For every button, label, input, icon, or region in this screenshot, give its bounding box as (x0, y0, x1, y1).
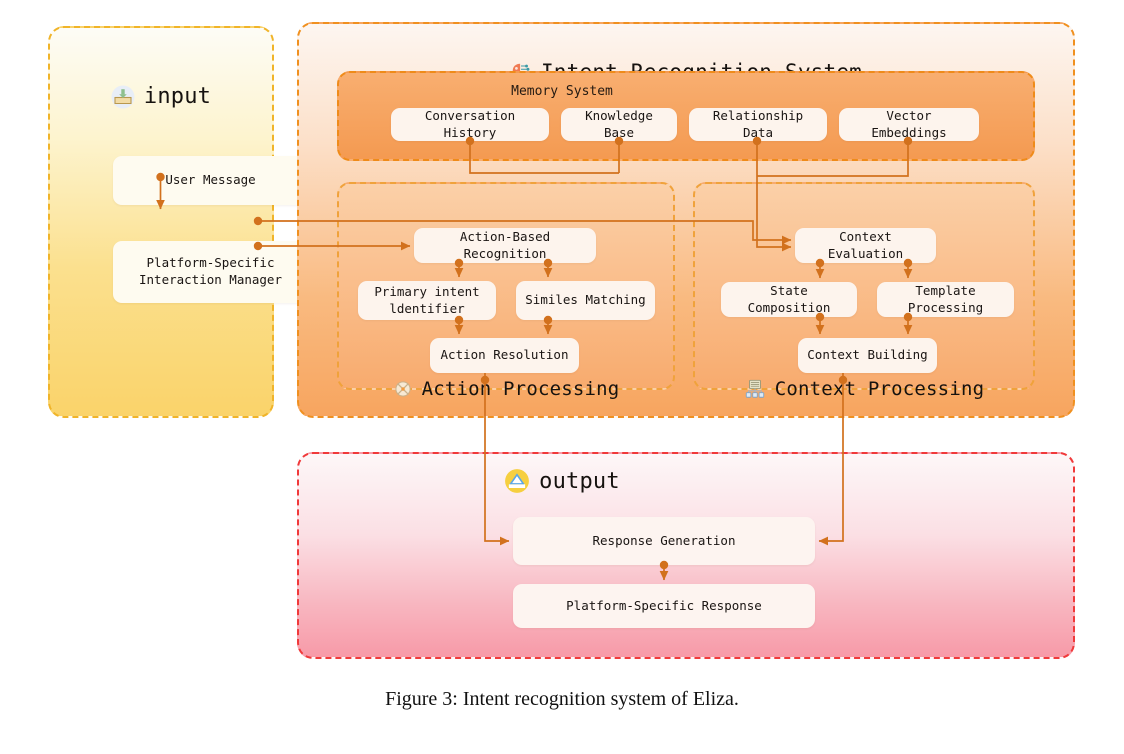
node-response-generation[interactable]: Response Generation (513, 517, 815, 565)
figure-caption: Figure 3: Intent recognition system of E… (385, 688, 739, 710)
node-user-message[interactable]: User Message (113, 156, 308, 205)
context-processing-title: Context Processing (695, 378, 1033, 400)
node-vector-embeddings-label: Vector Embeddings (871, 107, 947, 140)
node-action-resolution-label: Action Resolution (440, 347, 569, 363)
node-relationship-data[interactable]: Relationship Data (689, 108, 827, 141)
node-context-building-label: Context Building (807, 347, 928, 363)
input-panel-title: input (50, 84, 272, 109)
node-template-processing[interactable]: Template Processing (877, 282, 1014, 317)
node-platform-specific-response-label: Platform-Specific Response (566, 597, 762, 613)
node-primary-intent-identifier[interactable]: Primary intent ldentifier (358, 281, 496, 320)
node-similes-matching-label: Similes Matching (525, 292, 646, 308)
input-panel-title-text: input (143, 84, 212, 109)
node-template-processing-label: Template Processing (907, 282, 984, 315)
node-vector-embeddings[interactable]: Vector Embeddings (839, 108, 979, 141)
input-panel: input User Message Platform-Specific Int… (48, 26, 308, 418)
node-platform-specific-interaction-manager[interactable]: Platform-Specific Interaction Manager (113, 241, 308, 303)
node-platform-specific-interaction-manager-label: Platform-Specific Interaction Manager (139, 255, 282, 287)
context-processing-title-text: Context Processing (774, 378, 985, 400)
node-similes-matching[interactable]: Similes Matching (516, 281, 655, 320)
node-conversation-history[interactable]: Conversation History (391, 108, 549, 141)
crossed-target-icon (393, 379, 413, 399)
node-action-based-recognition-label: Action-Based Recognition (459, 228, 551, 261)
node-conversation-history-label: Conversation History (424, 107, 516, 140)
memory-system-title: Memory System (511, 84, 613, 99)
action-processing-title-text: Action Processing (421, 378, 620, 400)
node-state-composition-label: State Composition (747, 282, 831, 315)
node-user-message-label: User Message (165, 172, 256, 188)
output-panel-title-text: output (539, 468, 620, 494)
org-chart-icon (744, 378, 766, 400)
node-action-resolution[interactable]: Action Resolution (430, 338, 579, 373)
output-panel-title: output (0, 468, 1124, 494)
node-knowledge-base-label: Knowledge Base (585, 107, 653, 140)
node-relationship-data-label: Relationship Data (712, 107, 804, 140)
outbox-tray-icon (504, 468, 530, 494)
action-processing-title: Action Processing (339, 378, 673, 400)
node-context-evaluation[interactable]: Context Evaluation (795, 228, 936, 263)
node-context-building[interactable]: Context Building (798, 338, 937, 373)
node-response-generation-label: Response Generation (592, 532, 736, 548)
node-knowledge-base[interactable]: Knowledge Base (561, 108, 677, 141)
node-action-based-recognition[interactable]: Action-Based Recognition (414, 228, 596, 263)
inbox-tray-icon (111, 85, 135, 109)
node-platform-specific-response[interactable]: Platform-Specific Response (513, 584, 815, 628)
node-state-composition[interactable]: State Composition (721, 282, 857, 317)
node-context-evaluation-label: Context Evaluation (827, 228, 904, 261)
node-primary-intent-identifier-label: Primary intent ldentifier (374, 283, 480, 316)
